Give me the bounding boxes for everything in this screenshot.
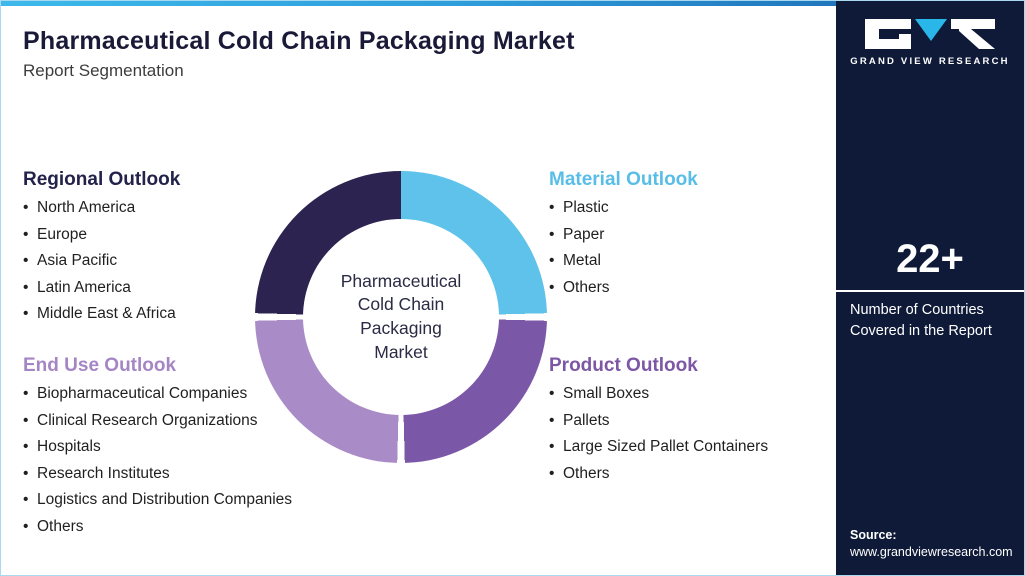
list-item: Others [23,518,358,537]
donut-chart: Pharmaceutical Cold Chain Packaging Mark… [255,171,547,463]
section-regional-list: North America Europe Asia Pacific Latin … [23,199,258,324]
list-item: Large Sized Pallet Containers [549,438,829,457]
section-end-use-outlook: End Use Outlook Biopharmaceutical Compan… [23,355,358,545]
section-material-title: Material Outlook [549,169,698,190]
stat-divider [836,290,1024,292]
list-item: Clinical Research Organizations [23,412,358,431]
countries-stat-label: Number of Countries Covered in the Repor… [850,302,992,340]
source-block: Source: www.grandviewresearch.com [850,528,1013,559]
countries-stat: 22+ Number of Countries Covered in the R… [836,237,1024,342]
section-product-outlook: Product Outlook Small Boxes Pallets Larg… [549,355,829,491]
section-product-list: Small Boxes Pallets Large Sized Pallet C… [549,385,829,483]
page-subtitle: Report Segmentation [23,61,184,80]
section-regional-title: Regional Outlook [23,169,181,190]
gvr-logo-icon [865,19,995,49]
list-item: Paper [549,226,819,245]
countries-count: 22+ [896,237,964,281]
list-item: Metal [549,252,819,271]
list-item: North America [23,199,258,218]
list-item: Others [549,465,829,484]
list-item: Small Boxes [549,385,829,404]
list-item: Middle East & Africa [23,305,258,324]
list-item: Research Institutes [23,465,358,484]
list-item: Asia Pacific [23,252,258,271]
section-material-outlook: Material Outlook Plastic Paper Metal Oth… [549,169,819,305]
page-title: Pharmaceutical Cold Chain Packaging Mark… [23,27,575,55]
list-item: Europe [23,226,258,245]
donut-center-label: Pharmaceutical Cold Chain Packaging Mark… [340,270,462,362]
section-end-use-title: End Use Outlook [23,355,177,376]
source-url-link[interactable]: www.grandviewresearch.com [850,545,1013,559]
brand-logo-text: GRAND VIEW RESEARCH [850,56,1010,67]
section-product-title: Product Outlook [549,355,698,376]
list-item: Plastic [549,199,819,218]
source-label: Source: [850,528,897,542]
list-item: Pallets [549,412,829,431]
top-accent-bar [1,1,838,6]
list-item: Others [549,279,819,298]
sidebar: GRAND VIEW RESEARCH 22+ Number of Countr… [836,1,1024,575]
section-regional-outlook: Regional Outlook North America Europe As… [23,169,258,332]
list-item: Latin America [23,279,258,298]
section-end-use-list: Biopharmaceutical Companies Clinical Res… [23,385,358,537]
main-panel: Pharmaceutical Cold Chain Packaging Mark… [1,1,838,575]
brand-logo: GRAND VIEW RESEARCH [836,17,1024,67]
donut-hole: Pharmaceutical Cold Chain Packaging Mark… [303,219,499,415]
list-item: Logistics and Distribution Companies [23,491,358,510]
list-item: Hospitals [23,438,358,457]
list-item: Biopharmaceutical Companies [23,385,358,404]
section-material-list: Plastic Paper Metal Others [549,199,819,297]
